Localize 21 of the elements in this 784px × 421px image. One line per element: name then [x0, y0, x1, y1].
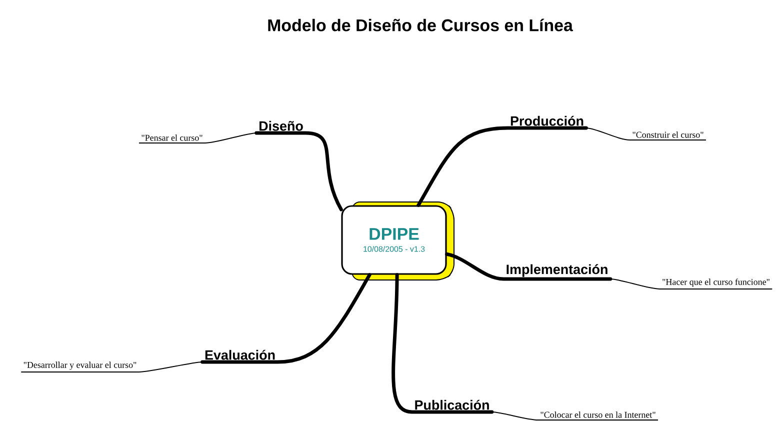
branch-note: "Desarrollar y evaluar el curso": [24, 362, 136, 370]
branch-note: "Pensar el curso": [142, 134, 202, 141]
branch-label: Producción: [510, 116, 584, 126]
branch-line: [445, 252, 612, 281]
connector-line: [586, 128, 706, 140]
branch-line: [200, 273, 372, 364]
branch-label: Evaluación: [205, 350, 275, 360]
branch-line: [416, 126, 588, 207]
connector-line: [138, 132, 257, 144]
branch-label: Implementación: [506, 264, 608, 277]
branch-label: Publicación: [415, 400, 489, 410]
connector-line: [610, 278, 773, 290]
branch-label: Diseño: [260, 120, 303, 131]
connector-line: [20, 362, 203, 372]
connector-line: [491, 412, 658, 420]
branch-note: "Hacer que el curso funcione": [662, 278, 770, 287]
branch-note: "Construir el curso": [632, 132, 704, 138]
branch-line: [392, 273, 494, 414]
title: Modelo de Diseño de Cursos en Línea: [268, 18, 574, 32]
branch-note: "Colocar el curso en la Internet": [540, 412, 656, 418]
branch-line: [254, 131, 343, 212]
